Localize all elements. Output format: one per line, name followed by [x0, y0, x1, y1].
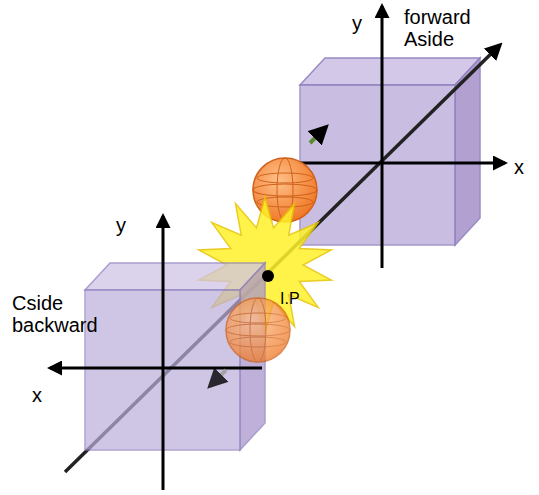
axis-label: y — [116, 214, 126, 236]
direction-arrow — [310, 127, 326, 143]
direction-arrow — [210, 370, 226, 386]
beam-particle — [226, 298, 290, 362]
y-axis — [162, 216, 165, 490]
beam-axis — [65, 45, 500, 472]
y-axis — [381, 6, 384, 268]
interaction-point — [262, 270, 274, 282]
axis-label: x — [32, 384, 42, 406]
point-label: I.P — [280, 290, 300, 308]
side-label: forward Aside — [404, 6, 484, 50]
cside-detector — [85, 263, 265, 450]
x-axis — [50, 367, 262, 370]
axis-label: x — [514, 156, 524, 178]
x-axis — [300, 162, 505, 165]
side-label: Cside backward — [12, 292, 107, 336]
axis-label: y — [352, 12, 362, 34]
